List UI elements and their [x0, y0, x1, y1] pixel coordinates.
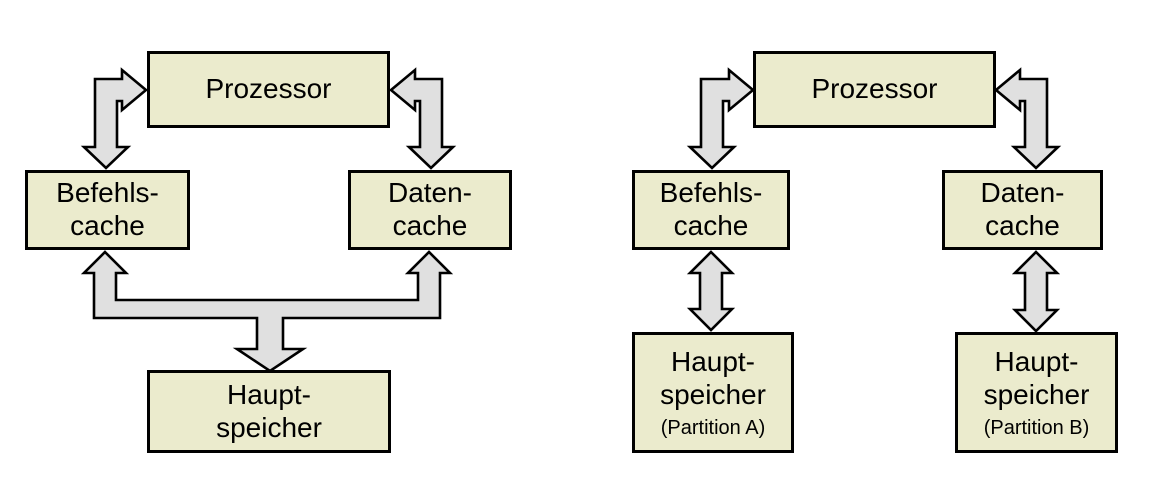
main-memory-partition-b-box: Haupt- speicher (Partition B)	[955, 332, 1118, 453]
data-cache-box-left: Daten- cache	[348, 170, 512, 250]
instruction-cache-label-left: Befehls- cache	[56, 177, 159, 241]
data-cache-label-right: Daten- cache	[980, 177, 1065, 241]
arrow-processor-data-cache-right	[993, 67, 1062, 170]
arrow-instruction-cache-memory-a-right	[686, 250, 736, 332]
instruction-cache-box-left: Befehls- cache	[25, 170, 190, 250]
main-memory-partition-b-note: (Partition B)	[983, 416, 1090, 439]
main-memory-label-left: Haupt- speicher	[216, 378, 322, 443]
main-memory-partition-a-box: Haupt- speicher (Partition A)	[632, 332, 794, 453]
arrow-processor-data-cache-left	[388, 67, 457, 170]
main-memory-partition-a-label: Haupt- speicher	[660, 346, 766, 410]
arrow-caches-main-memory-left	[80, 250, 454, 373]
data-cache-box-right: Daten- cache	[942, 170, 1103, 250]
main-memory-box-left: Haupt- speicher	[147, 370, 391, 453]
instruction-cache-label-right: Befehls- cache	[659, 177, 763, 241]
arrow-processor-instruction-cache-left	[80, 67, 149, 170]
processor-box-right: Prozessor	[753, 51, 996, 128]
instruction-cache-box-right: Befehls- cache	[632, 170, 790, 250]
main-memory-partition-a-note: (Partition A)	[660, 416, 766, 439]
processor-label-left: Prozessor	[205, 73, 332, 105]
data-cache-label-left: Daten- cache	[387, 177, 473, 241]
processor-box-left: Prozessor	[147, 51, 390, 128]
arrow-processor-instruction-cache-right	[686, 67, 756, 170]
main-memory-partition-b-label: Haupt- speicher	[983, 346, 1090, 410]
arrow-data-cache-memory-b-right	[1011, 250, 1061, 333]
processor-label-right: Prozessor	[811, 73, 938, 105]
